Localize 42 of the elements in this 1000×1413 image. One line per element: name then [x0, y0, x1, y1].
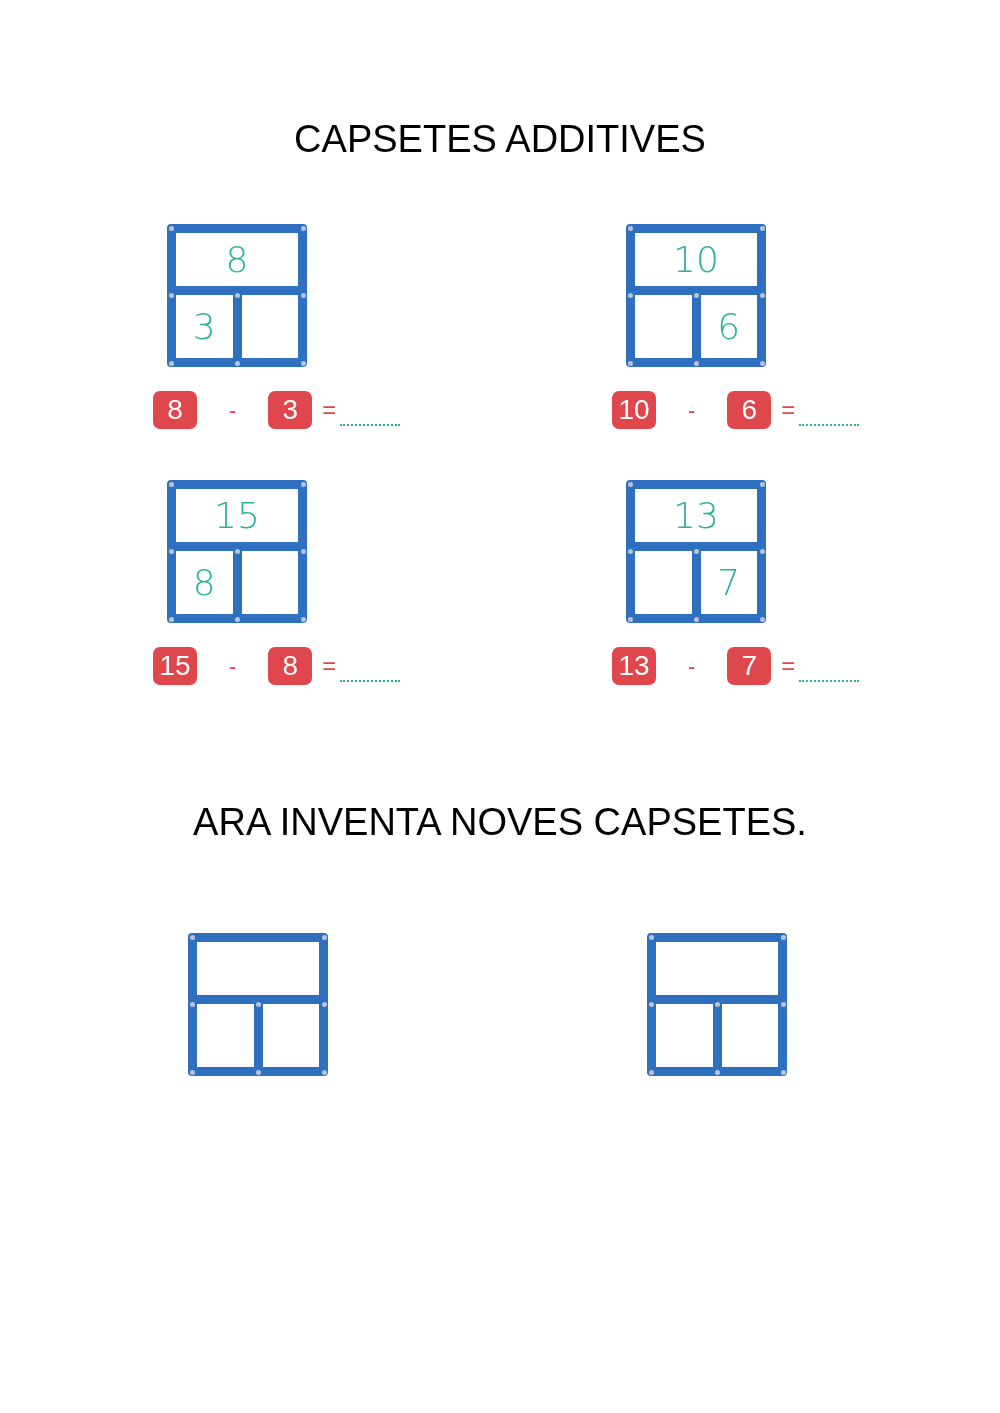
number-frame — [647, 933, 787, 1076]
number-cell: 3 — [176, 295, 233, 358]
number-badge: 8 — [153, 391, 197, 429]
number-frame — [188, 933, 328, 1076]
number-cell: 15 — [176, 489, 298, 542]
minus-sign: - — [688, 396, 696, 425]
number-cell: 6 — [700, 295, 757, 358]
number-badge: 7 — [727, 647, 772, 685]
number-cell: 8 — [176, 551, 233, 614]
number-cell: 7 — [700, 551, 757, 614]
number-frame — [626, 224, 766, 367]
number-badge: 8 — [268, 647, 313, 685]
empty-cell — [197, 1004, 254, 1067]
number-cell: 10 — [635, 233, 757, 286]
minus-sign: - — [688, 652, 696, 681]
empty-cell — [656, 1004, 713, 1067]
empty-cell — [262, 1004, 319, 1067]
equals-sign: = — [781, 651, 796, 681]
empty-cell — [241, 551, 298, 614]
number-badge: 6 — [727, 391, 772, 429]
empty-cell — [197, 942, 319, 995]
empty-cell — [635, 295, 692, 358]
heading: ARA INVENTA NOVES CAPSETES. — [193, 803, 807, 841]
number-cell: 8 — [176, 233, 298, 286]
number-frame — [167, 224, 307, 367]
number-badge: 15 — [153, 647, 197, 685]
equals-sign: = — [322, 651, 337, 681]
title: CAPSETES ADDITIVES — [294, 120, 706, 158]
number-frame — [167, 480, 307, 623]
number-cell: 13 — [635, 489, 757, 542]
empty-cell — [656, 942, 778, 995]
empty-cell — [241, 295, 298, 358]
number-badge: 13 — [612, 647, 656, 685]
empty-cell — [721, 1004, 778, 1067]
number-badge: 3 — [268, 391, 313, 429]
number-badge: 10 — [612, 391, 656, 429]
equals-sign: = — [781, 395, 796, 425]
empty-cell — [635, 551, 692, 614]
number-frame — [626, 480, 766, 623]
minus-sign: - — [229, 396, 237, 425]
minus-sign: - — [229, 652, 237, 681]
equals-sign: = — [322, 395, 337, 425]
